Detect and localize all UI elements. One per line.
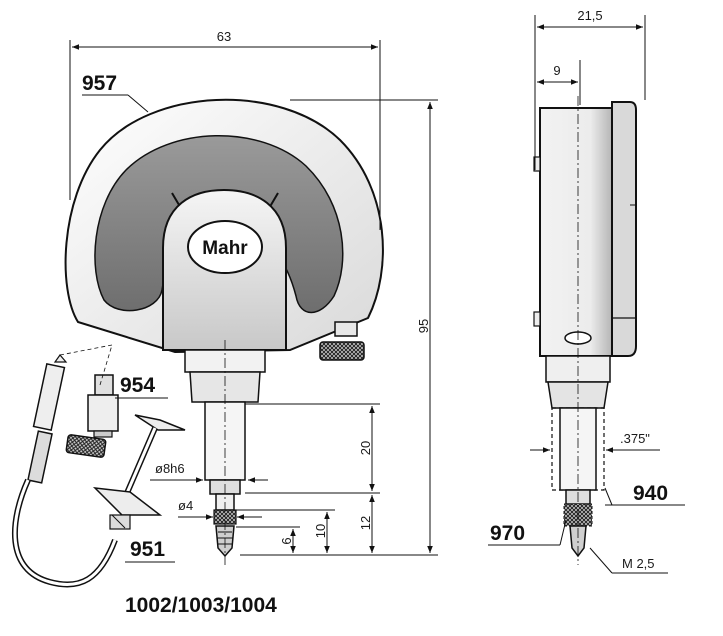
dim-thread: M 2,5 [622, 556, 655, 571]
lifting-knob [65, 434, 107, 458]
dim-stem-length: 20 [358, 441, 373, 455]
dim-spindle-diameter: ø4 [178, 498, 193, 513]
dim-height-total: 95 [416, 319, 431, 333]
side-view [533, 96, 637, 565]
label-951: 951 [130, 538, 165, 561]
side-housing [539, 107, 613, 357]
front-view: Mahr [64, 98, 384, 565]
dim-adapter-diameter: .375" [620, 431, 650, 446]
accessory-954 [59, 344, 119, 458]
dim-tip-short: 6 [279, 537, 294, 544]
dim-depth-total: 21,5 [577, 8, 602, 23]
label-970: 970 [490, 522, 525, 545]
dim-spindle-length: 12 [358, 516, 373, 530]
brand-logo-text: Mahr [202, 238, 248, 259]
model-numbers: 1002/1003/1004 [125, 594, 277, 617]
label-940: 940 [633, 482, 668, 505]
dim-depth-front: 9 [553, 63, 560, 78]
brand-logo-oval [187, 220, 263, 274]
dim-width-total: 63 [217, 29, 231, 44]
lever-plate [92, 487, 163, 516]
label-954: 954 [120, 374, 155, 397]
dimension-lines [69, 15, 685, 574]
stem-adapter-outline [551, 407, 605, 491]
dim-stem-diameter: ø8h6 [155, 461, 185, 476]
accessory-cable-release [11, 354, 118, 588]
clamping-knob [319, 341, 365, 361]
dim-tip-length: 10 [313, 524, 328, 538]
label-957: 957 [82, 72, 117, 95]
